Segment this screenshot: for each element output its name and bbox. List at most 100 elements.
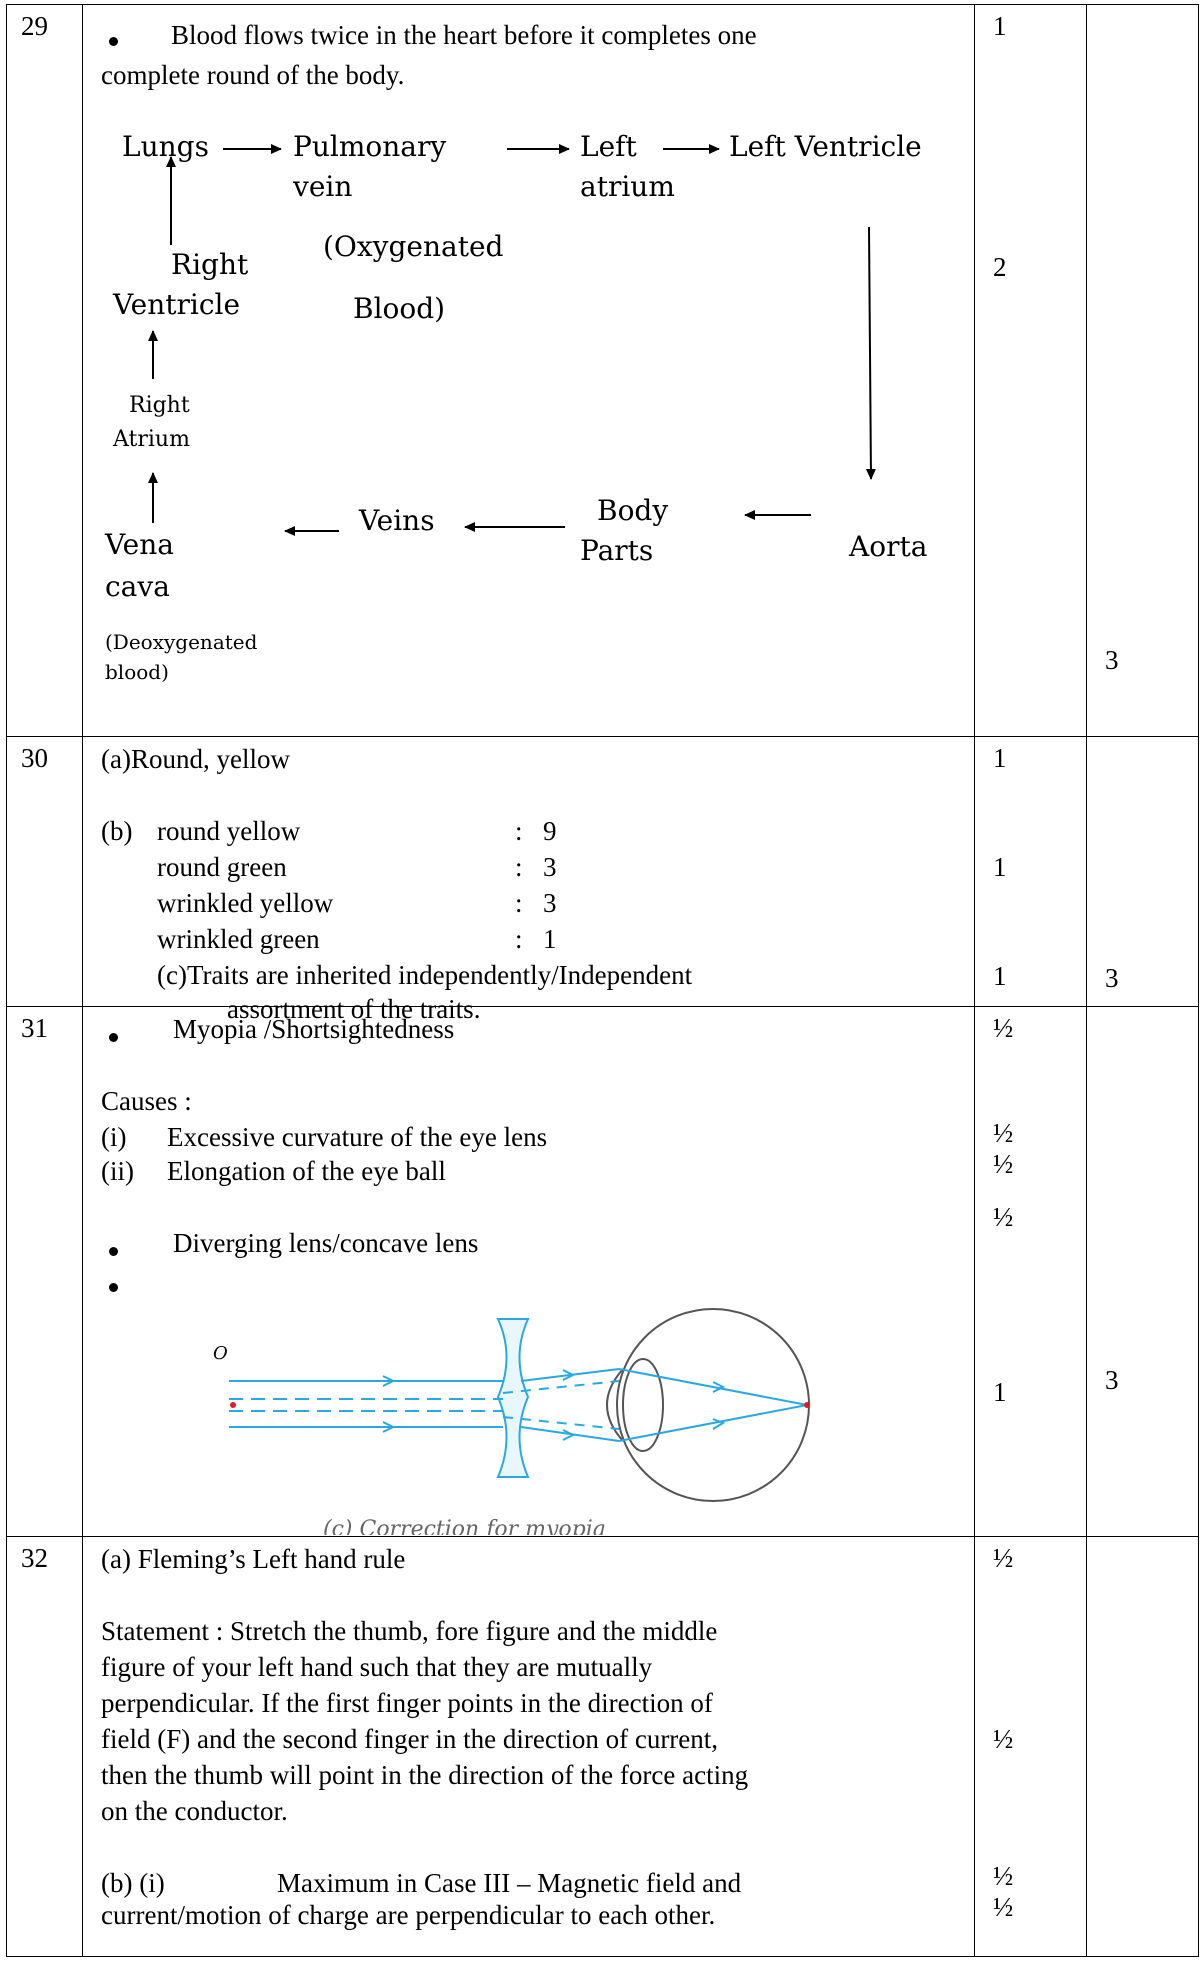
node-vena-cava-1: Vena: [105, 528, 174, 561]
ratio-value: 1: [543, 924, 557, 954]
node-pulmonary-vein-2: vein: [293, 170, 353, 203]
marking-scheme-table: 29 Blood flows twice in the heart before…: [6, 4, 1199, 1957]
ratio-value: 9: [543, 816, 557, 846]
node-lungs: Lungs: [122, 130, 209, 163]
node-right-ventricle-2: Ventricle: [113, 288, 241, 321]
total-mark: 3: [1105, 1365, 1119, 1395]
mark: 1: [993, 852, 1007, 882]
causes-label: Causes :: [101, 1086, 192, 1116]
mark: ½: [993, 1724, 1014, 1754]
marks-cell-q29: 1 2: [974, 4, 1087, 737]
ratio-sep: :: [515, 888, 523, 918]
node-body-parts-2: Parts: [580, 534, 654, 567]
note-oxygenated-1: (Oxygenated: [323, 230, 504, 263]
total-cell-q30: 3: [1086, 736, 1199, 1007]
answer-b-line-2: current/motion of charge are perpendicul…: [101, 1900, 716, 1930]
question-number: 30: [6, 736, 83, 1007]
mark: 1: [993, 11, 1007, 41]
cornea: [606, 1368, 624, 1442]
node-veins: Veins: [359, 504, 435, 537]
node-vena-cava-2: cava: [105, 570, 170, 603]
myopia-correction-figure: [229, 1308, 810, 1502]
answer-a: (a)Round, yellow: [101, 744, 290, 774]
question-number: 32: [6, 1536, 83, 1957]
mark: ½: [993, 1202, 1014, 1232]
cause-1-number: (i): [101, 1122, 127, 1152]
mark: ½: [993, 1149, 1014, 1179]
bullet-icon: [109, 21, 118, 53]
table-row-q29: 29 Blood flows twice in the heart before…: [6, 4, 1199, 737]
node-pulmonary-vein-1: Pulmonary: [293, 130, 447, 163]
answer-c-line-1: (c)Traits are inherited independently/In…: [157, 960, 693, 990]
correction-lens: Diverging lens/concave lens: [173, 1228, 479, 1258]
table-row-q31: 31 Myopia /Shortsightedness Causes : (i)…: [6, 1006, 1199, 1537]
note-deoxygenated-1: (Deoxygenated: [105, 630, 258, 654]
node-left-atrium-1: Left: [580, 130, 637, 163]
answer-b-label: (b): [101, 816, 133, 846]
mark: ½: [993, 1892, 1014, 1922]
arrow-ventricle-to-aorta: [865, 226, 876, 480]
answer-cell-q30: (a)Round, yellow (b) round yellow : 9 ro…: [82, 736, 975, 1024]
statement-line: Statement : Stretch the thumb, fore figu…: [101, 1616, 718, 1646]
statement-line: figure of your left hand such that they …: [101, 1652, 653, 1682]
eye-lens: [622, 1358, 664, 1452]
note-deoxygenated-2: blood): [105, 660, 169, 684]
answer-cell-q31: Myopia /Shortsightedness Causes : (i) Ex…: [82, 1006, 975, 1537]
answer-b-text: Maximum in Case III – Magnetic field and: [277, 1868, 742, 1898]
answer-cell-q29: Blood flows twice in the heart before it…: [82, 4, 975, 737]
defect-name: Myopia /Shortsightedness: [173, 1014, 455, 1044]
cause-1-text: Excessive curvature of the eye lens: [167, 1122, 548, 1152]
object-label: O: [213, 1343, 228, 1364]
intro-line-1: Blood flows twice in the heart before it…: [171, 20, 757, 50]
total-mark: 3: [1105, 645, 1119, 675]
note-oxygenated-2: Blood): [353, 292, 446, 325]
mark: ½: [993, 1861, 1014, 1891]
answer-b-label: (b) (i): [101, 1868, 165, 1898]
node-body-parts-1: Body: [597, 494, 669, 527]
ratio-trait: round green: [157, 852, 287, 882]
statement-line: then the thumb will point in the directi…: [101, 1760, 749, 1790]
mark: ½: [993, 1013, 1014, 1043]
mark: ½: [993, 1118, 1014, 1148]
cause-2-text: Elongation of the eye ball: [167, 1156, 446, 1186]
table-row-q30: 30 (a)Round, yellow (b) round yellow : 9…: [6, 736, 1199, 1024]
ratio-sep: :: [515, 852, 523, 882]
total-cell-q29: 3: [1086, 4, 1199, 737]
cause-2-number: (ii): [101, 1156, 134, 1186]
ratio-trait: wrinkled yellow: [157, 888, 334, 918]
node-right-atrium-1: Right: [129, 393, 190, 418]
marks-cell-q32: ½ ½ ½ ½: [974, 1536, 1087, 1957]
ratio-value: 3: [543, 852, 557, 882]
concave-lens: [496, 1318, 530, 1478]
question-number: 29: [6, 4, 83, 737]
bullet-icon: [109, 1017, 118, 1049]
node-left-ventricle: Left Ventricle: [729, 130, 922, 163]
node-right-ventricle-1: Right: [171, 248, 249, 281]
figure-caption: (c) Correction for myopia: [323, 1517, 606, 1535]
marks-cell-q31: ½ ½ ½ ½ 1: [974, 1006, 1087, 1537]
mark: ½: [993, 1543, 1014, 1573]
flow-arrows: [148, 144, 876, 536]
ratio-value: 3: [543, 888, 557, 918]
ratio-trait: round yellow: [157, 816, 301, 846]
ratio-sep: :: [515, 924, 523, 954]
table-row-q32: 32 (a) Fleming’s Left hand rule Statemen…: [6, 1536, 1199, 1957]
statement-line: field (F) and the second finger in the d…: [101, 1724, 719, 1754]
mark: 2: [993, 252, 1007, 282]
mark: 1: [993, 1377, 1007, 1407]
question-number: 31: [6, 1006, 83, 1537]
mark: 1: [993, 961, 1007, 991]
intro-line-2: complete round of the body.: [101, 60, 405, 90]
ratio-sep: :: [515, 816, 523, 846]
statement-line: on the conductor.: [101, 1796, 288, 1826]
total-cell-q31: 3: [1086, 1006, 1199, 1537]
node-right-atrium-2: Atrium: [113, 427, 190, 452]
bullet-icon: [109, 1267, 118, 1299]
eyeball: [616, 1308, 810, 1502]
answer-cell-q32: (a) Fleming’s Left hand rule Statement :…: [82, 1536, 975, 1957]
node-aorta: Aorta: [849, 530, 928, 563]
statement-line: perpendicular. If the first finger point…: [101, 1688, 713, 1718]
total-mark: 3: [1105, 963, 1119, 993]
answer-a: (a) Fleming’s Left hand rule: [101, 1544, 406, 1574]
